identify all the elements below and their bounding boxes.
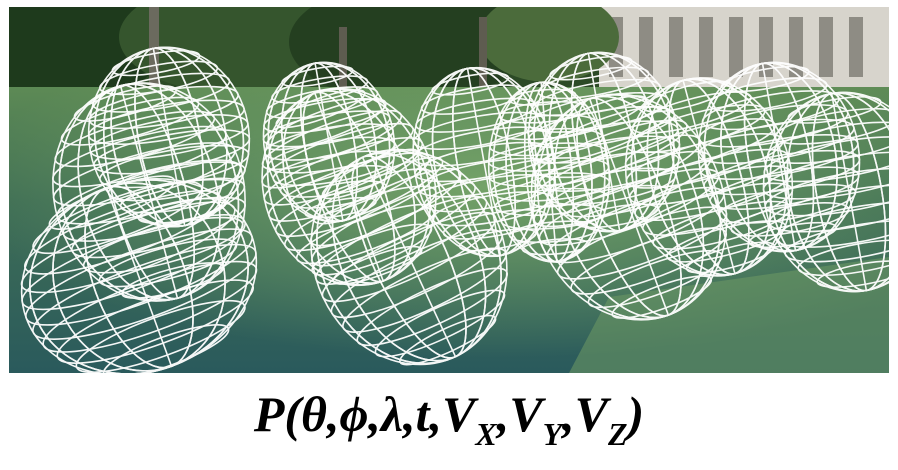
background-photo: [9, 7, 889, 373]
formula-close-paren: ): [627, 386, 645, 442]
formula-vx: VX: [442, 386, 497, 452]
wireframe-ellipsoid-icon: [624, 77, 794, 277]
wireframe-ellipsoid-icon: [697, 61, 861, 253]
formula-args: θ,ϕ,λ,t,: [301, 386, 442, 442]
formula-open-paren: (: [284, 386, 302, 442]
wireframe-ellipsoid-icon: [262, 61, 396, 223]
wireframe-ellipsoid-icon: [20, 175, 258, 373]
wireframe-ellipsoid-icon: [261, 87, 437, 287]
wireframe-ellipsoids: [20, 46, 889, 373]
formula-vz: VZ: [574, 386, 628, 452]
caption-formula: P(θ,ϕ,λ,t,VX,VY,VZ): [253, 386, 645, 452]
formula-vy: VY: [509, 386, 563, 452]
building: [589, 7, 889, 92]
formula-function: P: [253, 386, 285, 442]
